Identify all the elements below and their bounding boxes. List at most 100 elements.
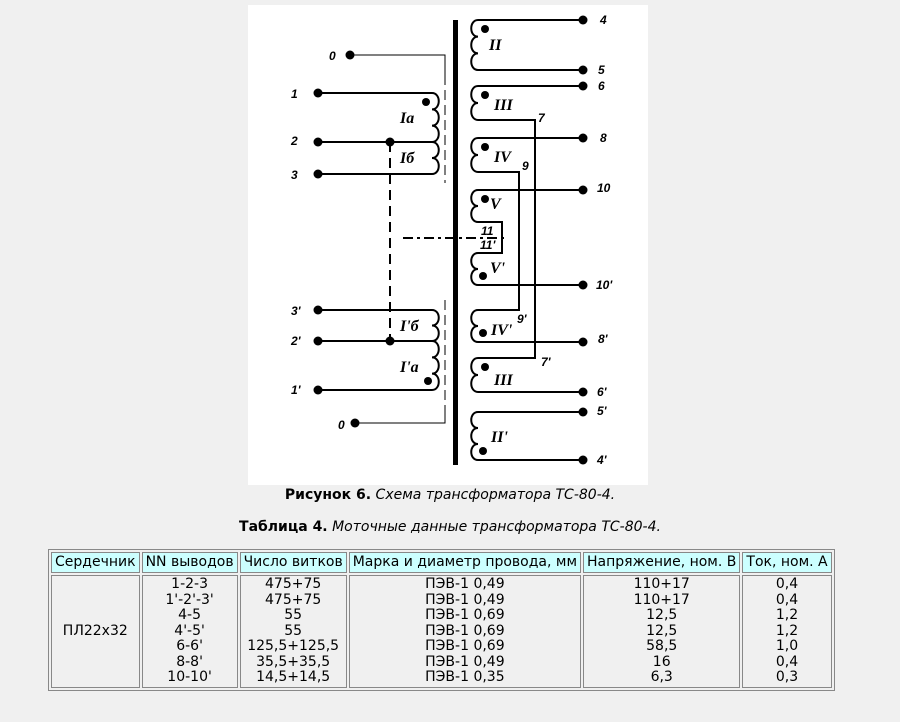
terminal-dot [422, 98, 430, 106]
table-value: 0,3 [775, 669, 799, 685]
winding-coil [431, 309, 440, 342]
winding-label: I'б [399, 318, 420, 335]
lead-7 [478, 119, 536, 359]
table-value: 8-8' [176, 653, 203, 670]
pin-label: 3 [291, 168, 298, 182]
pin-label: 2' [290, 334, 302, 348]
pin-label: 11 [481, 224, 494, 238]
winding-label: III [493, 372, 513, 389]
pin-label: 6 [598, 79, 605, 93]
winding-label: IV' [490, 322, 513, 339]
pin-label: 8 [600, 131, 607, 145]
table-value: 35,5+35,5 [256, 653, 331, 670]
winding-data-table: Сердечник NN выводов Число витков Марка … [48, 549, 835, 691]
terminal-dot [313, 88, 323, 98]
table-value: ПЭВ-1 0,69 [425, 607, 505, 623]
table-value: 4-5 [178, 607, 201, 623]
table-value: ПЭВ-1 0,35 [425, 669, 505, 685]
winding-label: Iб [399, 150, 415, 167]
lead-11 [478, 221, 503, 254]
header-core: Сердечник [51, 552, 140, 573]
terminal-dot [479, 272, 487, 280]
table-value: 4'-5' [174, 622, 205, 639]
winding-label: V' [490, 260, 506, 277]
terminal-dot [578, 455, 588, 465]
terminal-dot [313, 385, 323, 395]
winding-coil [431, 92, 440, 143]
terminal-dot [578, 387, 588, 397]
schematic-svg: 0 1 2 3 3' 2' 1' 0 4 5 6 7 8 9 10 11 11'… [290, 13, 613, 467]
pin-label: 5 [598, 63, 605, 77]
pin-label: 1 [291, 87, 298, 101]
header-terminals: NN выводов [141, 552, 238, 573]
table-value: ПЭВ-1 0,49 [425, 576, 505, 592]
table-value: 6,3 [650, 669, 673, 685]
header-voltage: Напряжение, ном. В [583, 552, 741, 573]
winding-label: I'а [399, 359, 419, 376]
table-value: 110+17 [633, 576, 690, 592]
winding-coil [470, 85, 479, 121]
terminal-dot [481, 195, 489, 203]
header-wire: Марка и диаметр провода, мм [348, 552, 582, 573]
winding-coil [470, 309, 479, 343]
table-value: 12,5 [646, 622, 678, 639]
terminal-dot [578, 133, 588, 143]
winding-coil [431, 141, 440, 175]
table-value: 475+75 [265, 591, 322, 608]
terminal-dot [385, 137, 395, 147]
terminal-dot [345, 50, 355, 60]
table-value: 1,2 [775, 622, 799, 639]
table-value: 58,5 [646, 638, 678, 654]
terminal-dot [424, 377, 432, 385]
table-value: 10-10' [167, 669, 212, 685]
table-value: 1-2-3 [171, 576, 208, 592]
pin-label: 10' [596, 278, 613, 292]
winding-coil [470, 189, 479, 223]
table-value: 55 [284, 622, 303, 639]
winding-label: Iа [399, 110, 414, 127]
pin-label: 6' [597, 385, 608, 399]
table-value: 1'-2'-3' [165, 591, 214, 608]
table-value: 0,4 [775, 576, 799, 592]
pin-label: 9 [522, 159, 529, 173]
terminal-dot [578, 337, 588, 347]
pin-label: 0 [329, 49, 336, 63]
pin-label: 5' [597, 404, 608, 418]
pin-label: 3' [291, 304, 302, 318]
winding-coil [431, 340, 440, 391]
winding-label: IV [493, 149, 512, 166]
winding-coil [470, 252, 479, 286]
lead-9 [478, 171, 520, 311]
winding-label: III [493, 97, 513, 114]
figure-caption: Рисунок 6. Схема трансформатора ТС-80-4. [284, 487, 616, 503]
header-turns: Число витков [239, 552, 347, 573]
terminal-dot [481, 25, 489, 33]
table-value: ПЭВ-1 0,49 [425, 653, 505, 670]
terminal-dot [313, 305, 323, 315]
table-value: ПЭВ-1 0,49 [425, 591, 505, 608]
terminal-dot [578, 15, 588, 25]
terminal-dot [481, 363, 489, 371]
terminal-dot [481, 91, 489, 99]
table-value: 14,5+14,5 [256, 669, 331, 685]
terminal-dot [479, 447, 487, 455]
pin-label: 10 [597, 181, 611, 195]
winding-coil [470, 357, 479, 393]
winding-label: V [490, 196, 502, 213]
transformer-core [453, 20, 458, 465]
terminal-dot [479, 329, 487, 337]
winding-label: II [488, 37, 502, 54]
pin-label: 11' [480, 238, 496, 252]
terminal-dot [578, 407, 588, 417]
table-value: 1,2 [775, 607, 799, 623]
winding-coil [470, 137, 479, 173]
table-value: 475+75 [265, 576, 322, 592]
shield-lead [355, 410, 446, 424]
pin-label: 0 [338, 418, 345, 432]
terminal-dot [578, 81, 588, 91]
table-value: ПЭВ-1 0,69 [425, 638, 505, 654]
terminal-dot [313, 137, 323, 147]
